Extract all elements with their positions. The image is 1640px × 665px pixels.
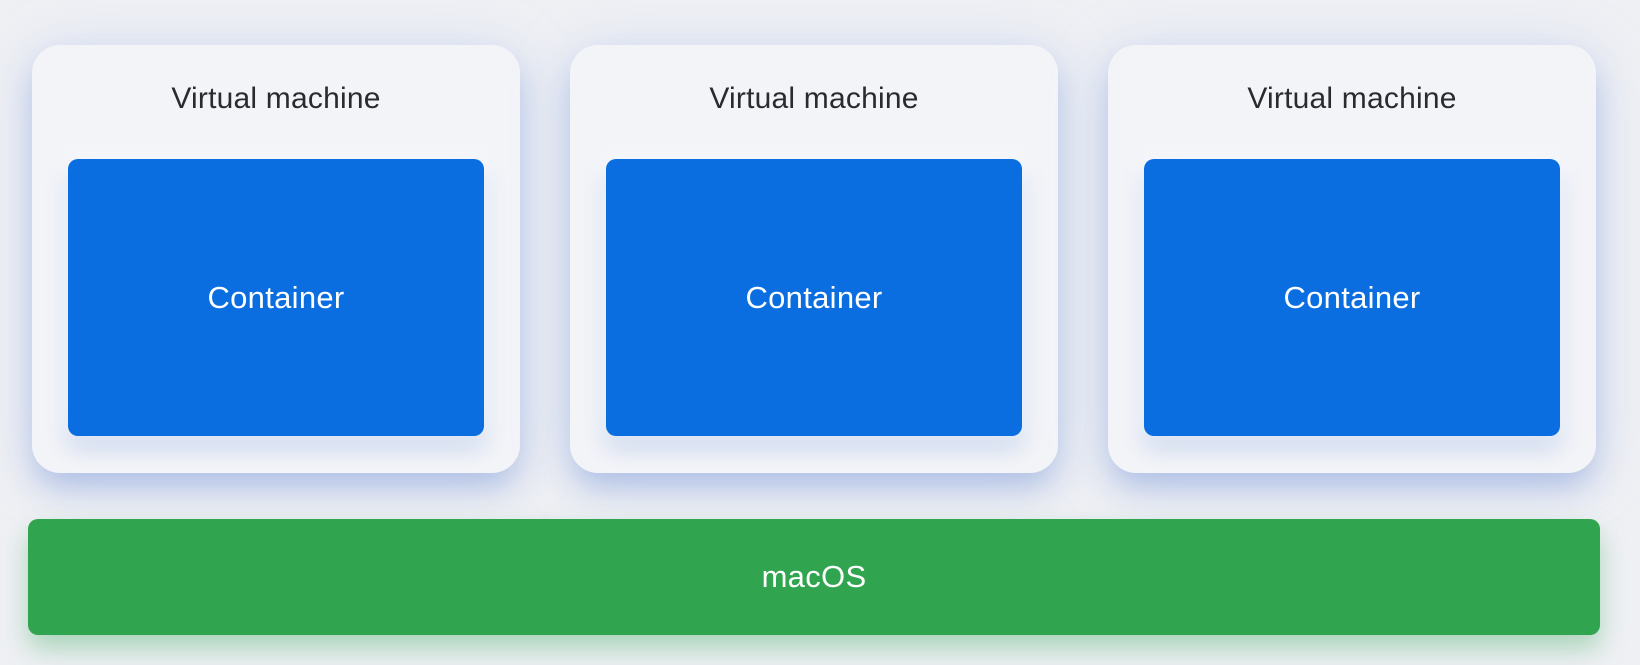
container-box: Container: [1144, 159, 1560, 436]
vm-card: Virtual machine Container: [1108, 45, 1596, 473]
vm-cards-row: Virtual machine Container Virtual machin…: [32, 45, 1597, 473]
vm-card-title: Virtual machine: [171, 82, 381, 115]
container-box: Container: [68, 159, 484, 436]
macos-host-bar: macOS: [28, 519, 1600, 635]
container-label: Container: [1283, 279, 1421, 315]
vm-card-title: Virtual machine: [1247, 82, 1457, 115]
container-label: Container: [207, 279, 345, 315]
vm-card: Virtual machine Container: [570, 45, 1058, 473]
vm-card: Virtual machine Container: [32, 45, 520, 473]
macos-label: macOS: [761, 559, 867, 594]
container-label: Container: [745, 279, 883, 315]
vm-card-title: Virtual machine: [709, 82, 919, 115]
container-box: Container: [606, 159, 1022, 436]
